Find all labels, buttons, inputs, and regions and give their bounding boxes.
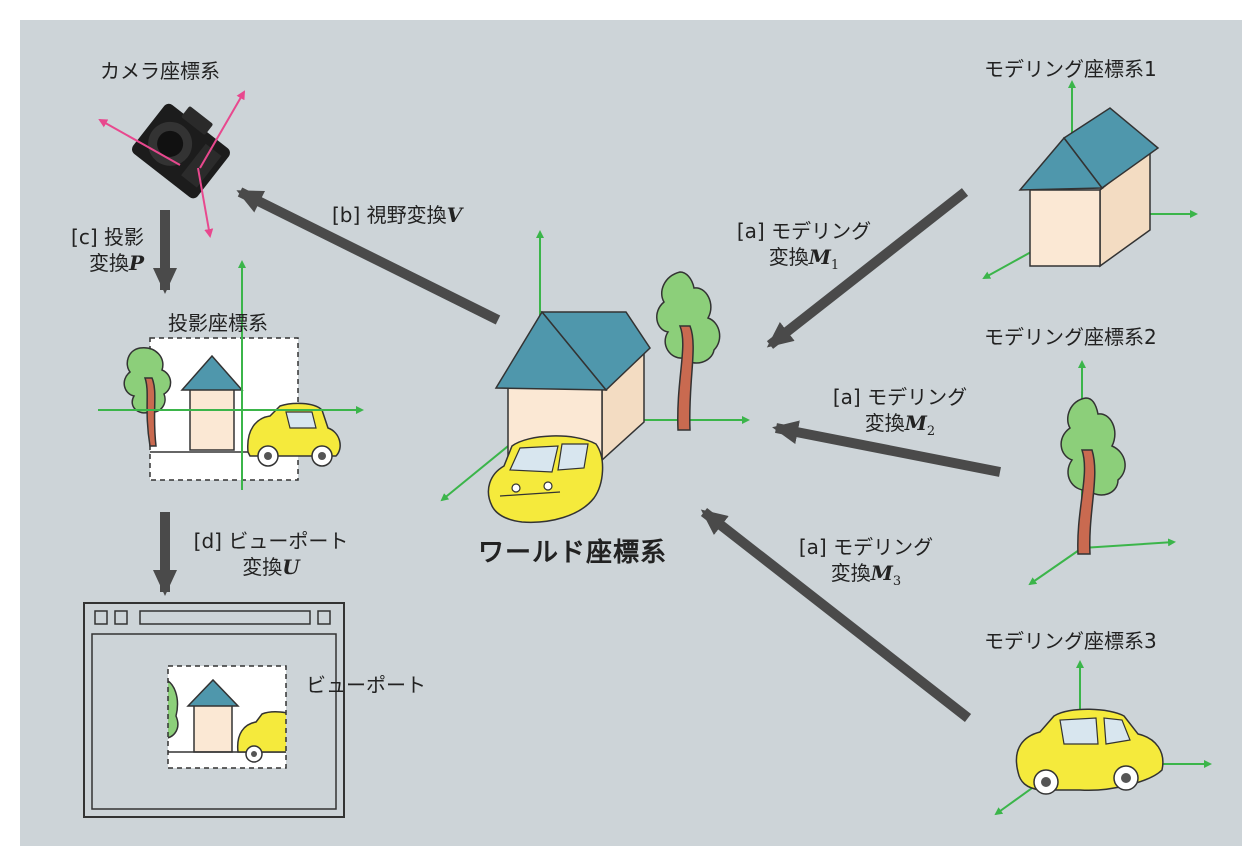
projection-coords-label: 投影座標系 [168,311,268,335]
camera-coords-label: カメラ座標系 [100,59,220,83]
world-scene [440,230,750,524]
viewport-matrix: U [282,555,300,579]
view-transform-tag: [b] [332,203,361,227]
modeling-3-matrix: M [870,561,893,585]
viewport-text-1: ビューポート [228,529,349,553]
modeling-2-conv: 変換 [864,411,905,435]
projection-scene [98,260,364,490]
modeling-arrow-3 [700,508,972,722]
view-transform-text: 視野変換 [366,203,447,227]
modeling-1-tag: [a] [736,219,765,243]
modeling-1-matrix: M [808,245,831,269]
modeling-car [994,660,1212,816]
modeling-transform-3-label: [a] モデリング 変換M3 [786,534,946,595]
modeling-2-matrix: M [904,411,927,435]
view-matrix: V [446,203,463,227]
projection-text-1: 投影 [104,225,144,249]
modeling-arrow-2 [772,420,1001,477]
modeling-2-text: モデリング [867,385,968,409]
viewport-transform-label: [d] ビューポート 変換U [186,528,356,580]
screen-window [83,602,345,818]
modeling-transform-1-label: [a] モデリング 変換M1 [724,218,884,279]
modeling-3-subscript: 3 [892,574,902,589]
modeling-3-tag: [a] [798,535,827,559]
modeling-2-tag: [a] [832,385,861,409]
modeling-3-conv: 変換 [830,561,871,585]
modeling-1-conv: 変換 [768,245,809,269]
projection-matrix: P [128,251,144,275]
viewport-label: ビューポート [306,673,426,697]
modeling-arrow-1 [766,188,969,349]
modeling-tree [1028,360,1176,586]
view-transform-label: [b] 視野変換V [332,202,462,228]
transform-arrows [153,187,1001,722]
modeling-coords-1-label: モデリング座標系1 [984,57,1157,81]
modeling-1-subscript: 1 [830,258,840,273]
viewport-tag: [d] [193,529,222,553]
modeling-house [982,80,1198,279]
projection-tag: [c] [71,225,98,249]
modeling-transform-2-label: [a] モデリング 変換M2 [820,384,980,445]
modeling-3-text: モデリング [833,535,934,559]
modeling-1-text: モデリング [771,219,872,243]
camera-illustration [98,90,246,238]
projection-transform-label: [c] 投影 変換P [40,224,144,276]
modeling-2-subscript: 2 [926,424,936,439]
view-transform-arrow [236,187,501,325]
modeling-coords-2-label: モデリング座標系2 [984,325,1157,349]
world-coords-label: ワールド座標系 [478,538,668,568]
modeling-coords-3-label: モデリング座標系3 [984,629,1157,653]
projection-text-2: 変換 [88,251,129,275]
viewport-text-2: 変換 [242,555,283,579]
